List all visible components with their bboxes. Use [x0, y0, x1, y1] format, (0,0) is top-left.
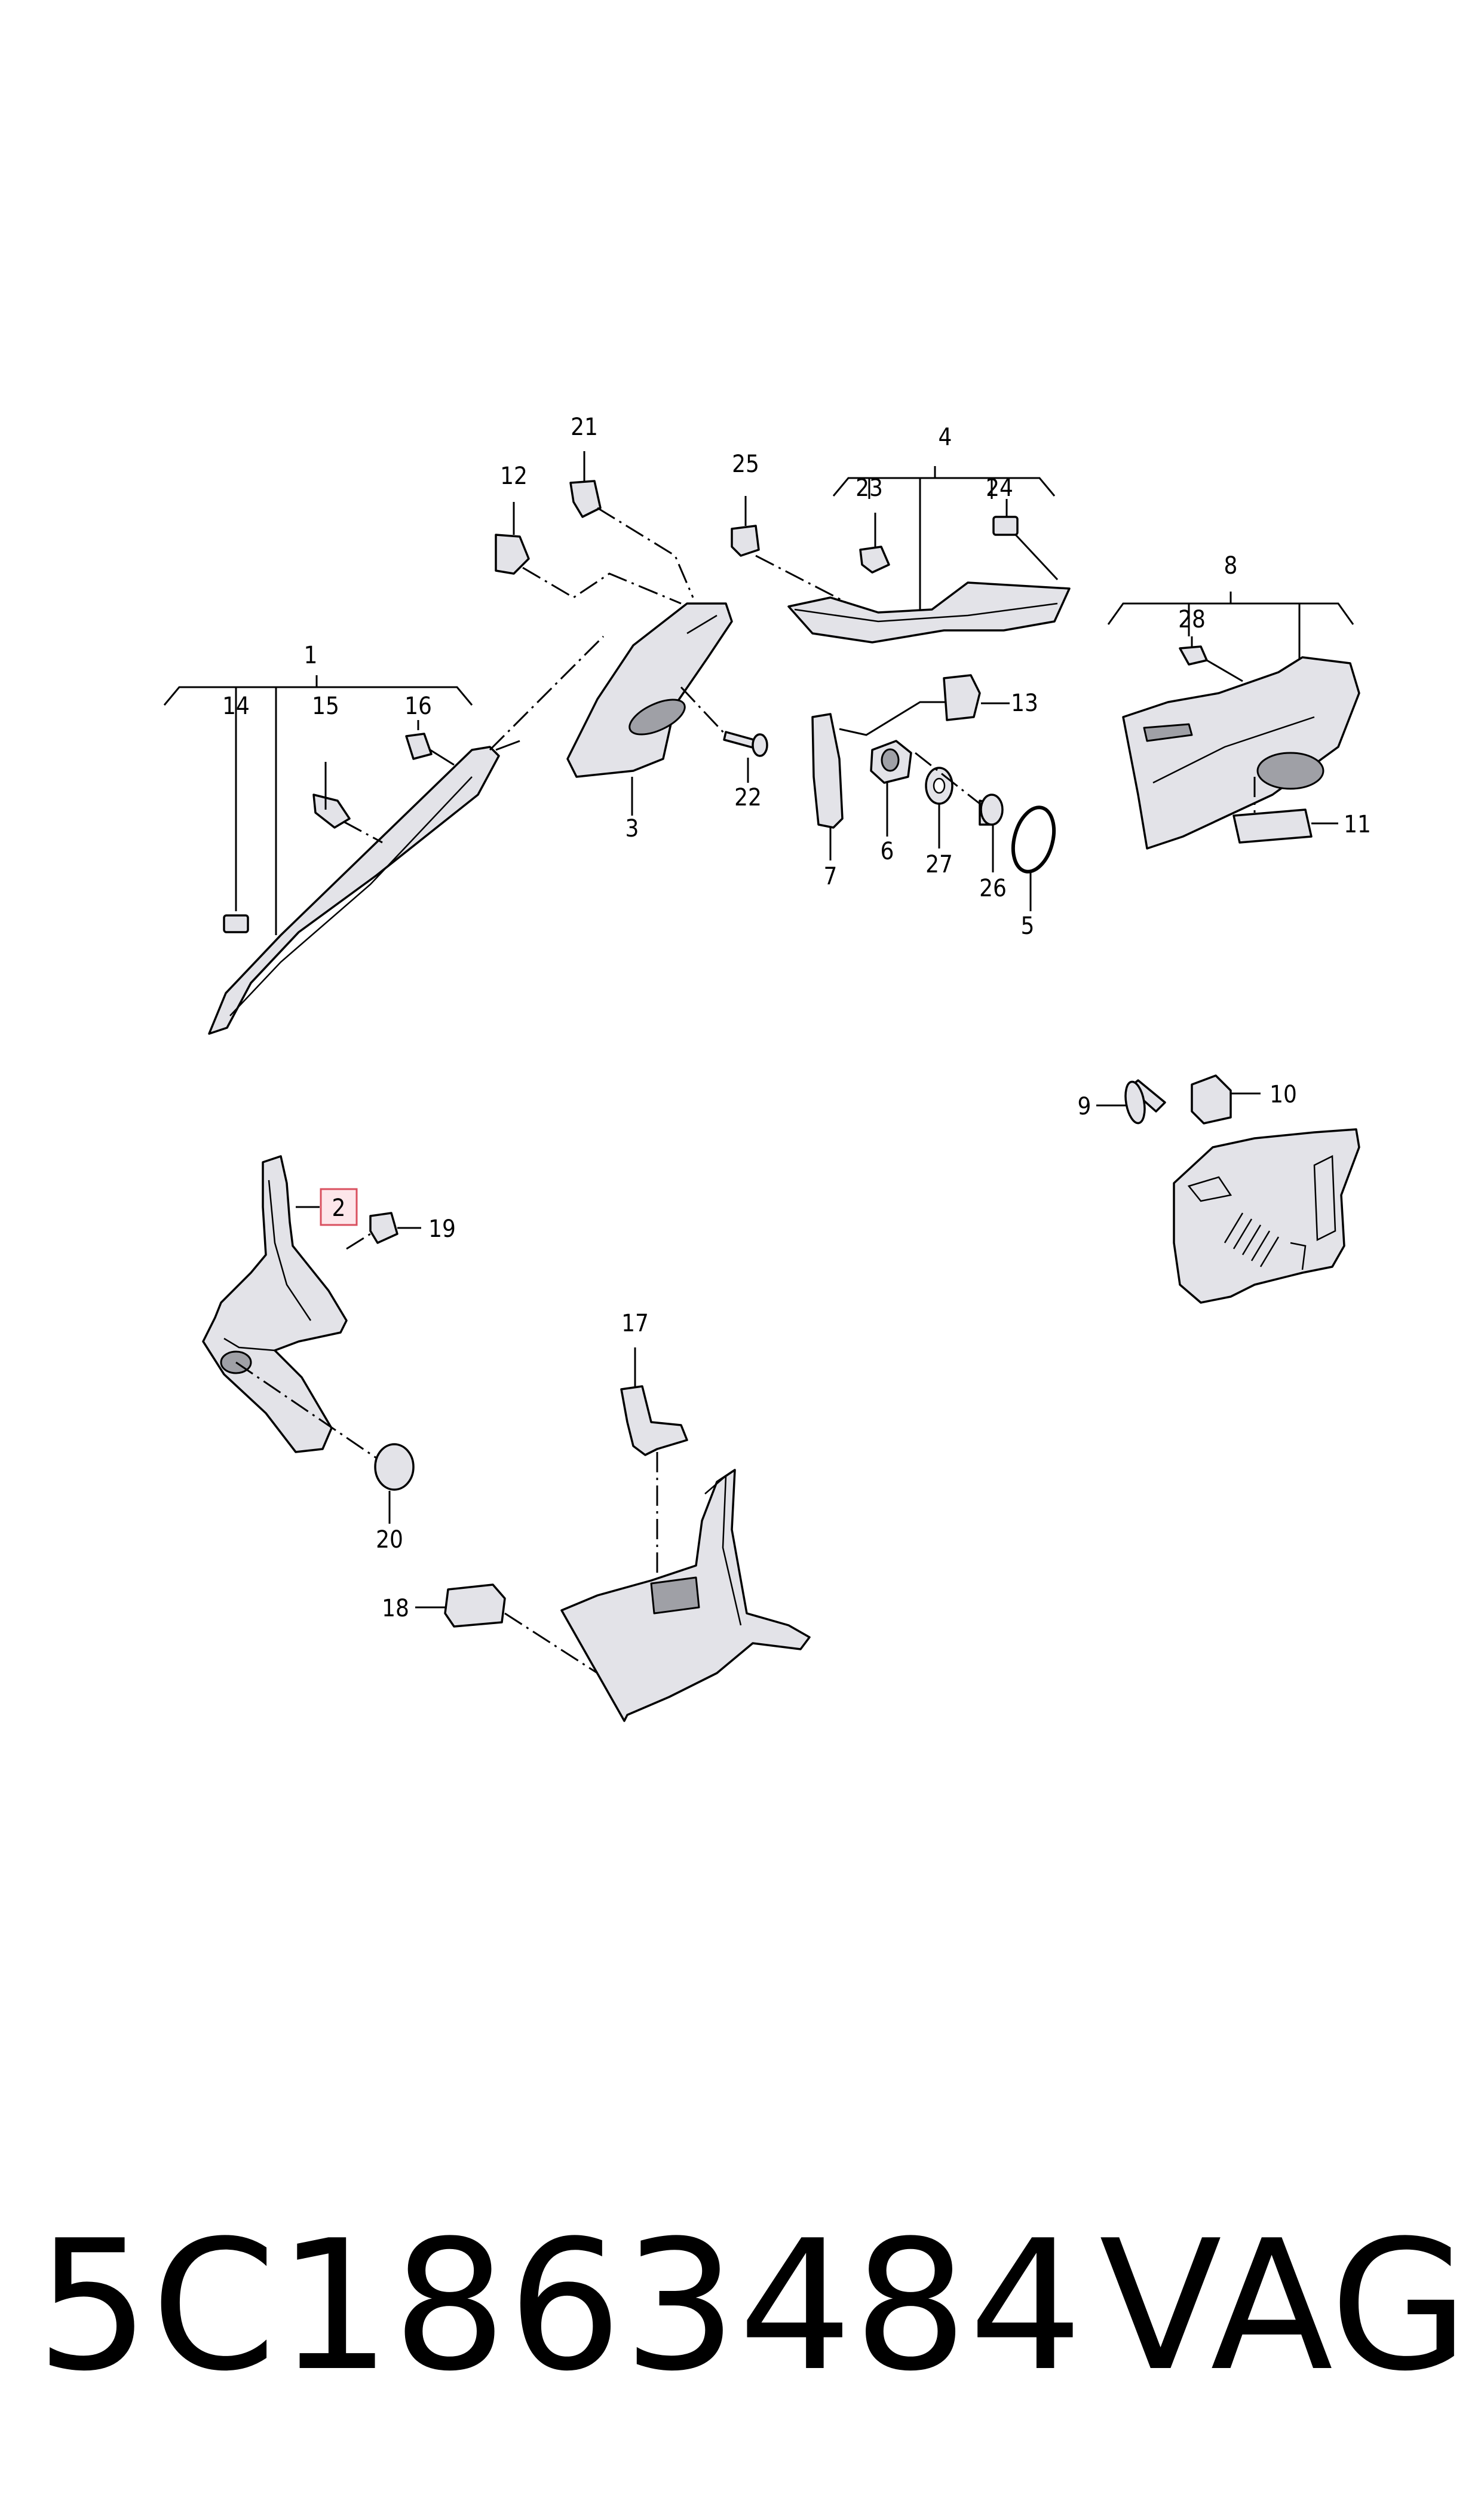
clip-14-part — [223, 914, 249, 933]
grab-handle-7-part — [811, 701, 950, 860]
highlight-box-2 — [320, 1188, 358, 1226]
cap-6-part — [870, 740, 912, 837]
callout-9: 9 — [1078, 1093, 1091, 1120]
callout-14: 14 — [222, 693, 250, 720]
clip-12-part — [495, 502, 682, 605]
group-1-a-pillar-trim — [163, 635, 605, 1035]
callout-5: 5 — [1021, 912, 1035, 940]
callout-13: 13 — [1011, 690, 1038, 717]
callout-19: 19 — [428, 1215, 456, 1243]
callout-18: 18 — [382, 1595, 409, 1622]
callout-labels: 1 14 15 16 12 21 25 4 23 24 13 3 22 7 6 … — [222, 413, 1371, 1622]
callout-15: 15 — [312, 693, 339, 720]
callout-20: 20 — [376, 1526, 403, 1554]
seal-5-part — [1011, 805, 1056, 911]
screw-22-part — [680, 686, 768, 783]
group-17-18-footwell — [415, 1347, 811, 1722]
roof-trim-4-part — [787, 581, 1071, 644]
callout-17: 17 — [621, 1310, 649, 1337]
clip-16-part — [405, 720, 455, 766]
callout-27: 27 — [925, 851, 953, 878]
group-9-10-lower-right — [1096, 1074, 1360, 1304]
clip-15-part — [312, 762, 383, 844]
callout-2: 2 — [332, 1194, 346, 1222]
rear-panel-8-part — [1122, 656, 1360, 850]
group-3-pillar-cover — [566, 602, 733, 816]
clip-21-part — [569, 451, 694, 598]
callout-21: 21 — [571, 413, 598, 441]
callout-11: 11 — [1344, 811, 1371, 838]
callout-7: 7 — [824, 863, 838, 890]
callout-6: 6 — [881, 838, 894, 865]
part-number-text: 5C1863484 — [36, 2202, 1084, 2410]
group-2-lower-trim — [202, 1155, 421, 1524]
callout-28: 28 — [1178, 606, 1206, 633]
callout-12: 12 — [500, 462, 528, 490]
bolt-26-part — [915, 752, 1004, 872]
callout-16: 16 — [404, 693, 432, 720]
clip-25-part — [731, 496, 849, 605]
callout-25: 25 — [732, 451, 759, 478]
callout-10: 10 — [1270, 1081, 1297, 1108]
pillar-cover-3-part — [566, 602, 733, 778]
brand-text: VAG — [1099, 2202, 1469, 2410]
callout-4: 4 — [939, 424, 952, 451]
group-8-rear-panel — [1107, 592, 1360, 850]
callout-26: 26 — [979, 875, 1007, 902]
bracket-13-part — [943, 674, 1010, 721]
callout-22: 22 — [734, 784, 762, 811]
callout-23: 23 — [856, 474, 883, 502]
callout-8: 8 — [1224, 552, 1238, 580]
a-pillar-trim-part — [208, 746, 500, 1035]
group-4-roof-trim — [787, 466, 1071, 644]
callout-1: 1 — [304, 642, 318, 669]
rear-lower-panel-part — [1173, 1128, 1360, 1304]
clip-18-part — [444, 1583, 506, 1628]
callout-3: 3 — [626, 815, 639, 843]
callout-24: 24 — [986, 474, 1013, 502]
clip-17-part — [620, 1385, 688, 1456]
